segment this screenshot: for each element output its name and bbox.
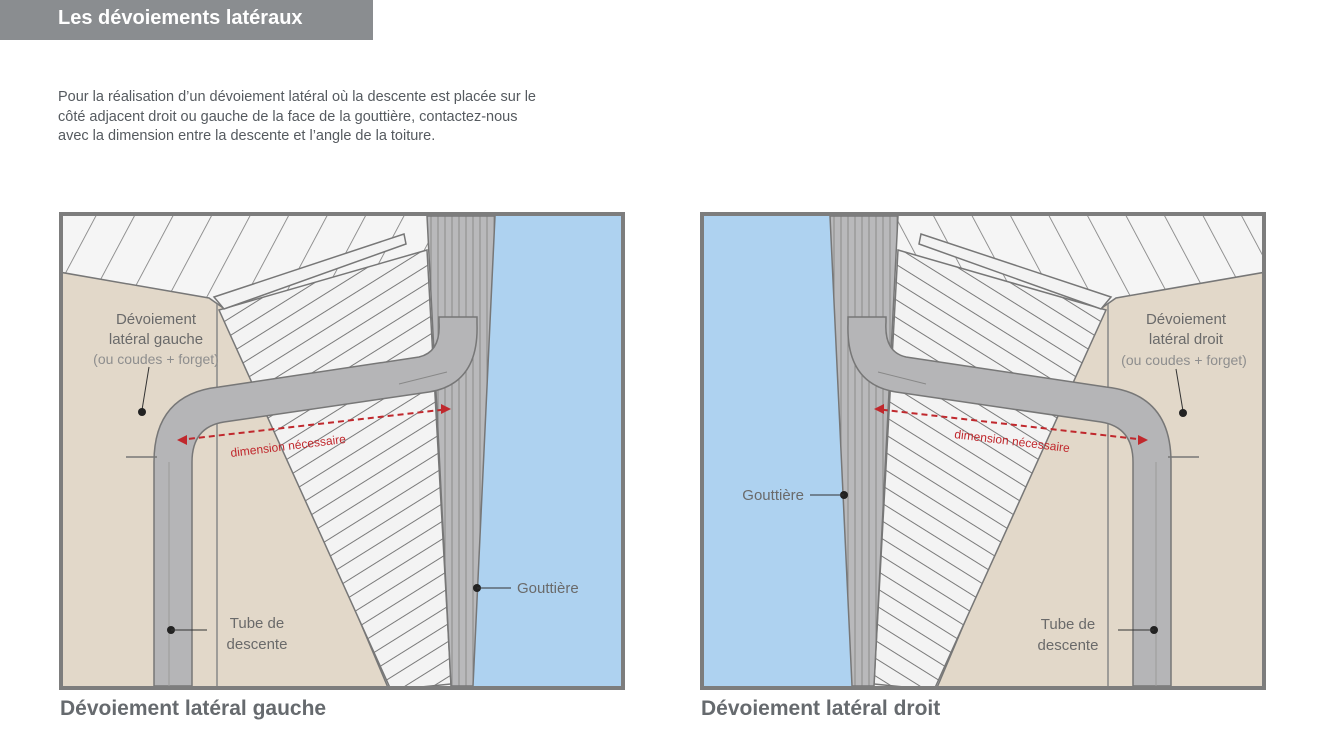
downpipe-offset	[153, 316, 478, 686]
panel-frame	[700, 212, 1266, 690]
diagram-right-offset: dimension nécessaire Dévoiement latéral …	[700, 212, 1266, 690]
offset-label-line-1: Dévoiement	[116, 311, 197, 328]
offset-label-line-2: latéral gauche	[109, 331, 203, 348]
panel-frame	[59, 212, 625, 690]
soffit-board	[212, 233, 407, 310]
gutter-label: Gouttière	[517, 580, 579, 597]
downpipe-label-line-1: Tube de	[1041, 616, 1096, 633]
gutter-label: Gouttière	[742, 487, 804, 504]
offset-note: (ou coudes + forget)	[1121, 352, 1247, 368]
diagram-left-offset: dimension nécessaire Dévoiement latéral …	[59, 212, 625, 690]
diagram-right-svg: dimension nécessaire Dévoiement latéral …	[700, 212, 1266, 690]
elbow-seam	[877, 371, 927, 385]
offset-leader	[141, 366, 150, 411]
dimension-arrow	[178, 408, 450, 441]
downpipe-label-line-2: descente	[1038, 637, 1099, 654]
dimension-arrow	[875, 408, 1147, 441]
section-title-bar: Les dévoiements latéraux	[0, 0, 373, 40]
intro-line-2: côté adjacent droit ou gauche de la face…	[58, 108, 518, 125]
offset-marker-dot	[138, 408, 146, 416]
intro-line-3: avec la dimension entre la descente et l…	[58, 128, 436, 144]
downpipe-label-line-1: Tube de	[230, 615, 285, 632]
dimension-arrow-end	[1138, 435, 1148, 445]
offset-note: (ou coudes + forget)	[93, 351, 219, 367]
caption-right-offset: Dévoiement latéral droit	[701, 697, 941, 720]
downpipe-offset	[847, 316, 1172, 686]
elbow-seam	[398, 371, 448, 385]
soffit-board	[918, 233, 1113, 310]
downpipe-label-line-2: descente	[227, 636, 288, 653]
dimension-arrow-end	[441, 404, 451, 414]
dimension-arrow-start	[874, 404, 884, 414]
sky	[704, 216, 854, 686]
intro-paragraph: Pour la réalisation d’un dévoiement laté…	[58, 88, 618, 147]
intro-line-1: Pour la réalisation d’un dévoiement laté…	[58, 89, 536, 105]
sky	[471, 216, 621, 686]
offset-leader	[1175, 368, 1184, 412]
caption-left-offset: Dévoiement latéral gauche	[60, 697, 327, 720]
offset-marker-dot	[1179, 409, 1187, 417]
section-title: Les dévoiements latéraux	[58, 7, 303, 29]
diagram-left-svg: dimension nécessaire Dévoiement latéral …	[59, 212, 625, 690]
offset-label-line-1: Dévoiement	[1146, 311, 1227, 328]
dimension-arrow-start	[177, 435, 187, 445]
offset-label-line-2: latéral droit	[1149, 331, 1224, 348]
